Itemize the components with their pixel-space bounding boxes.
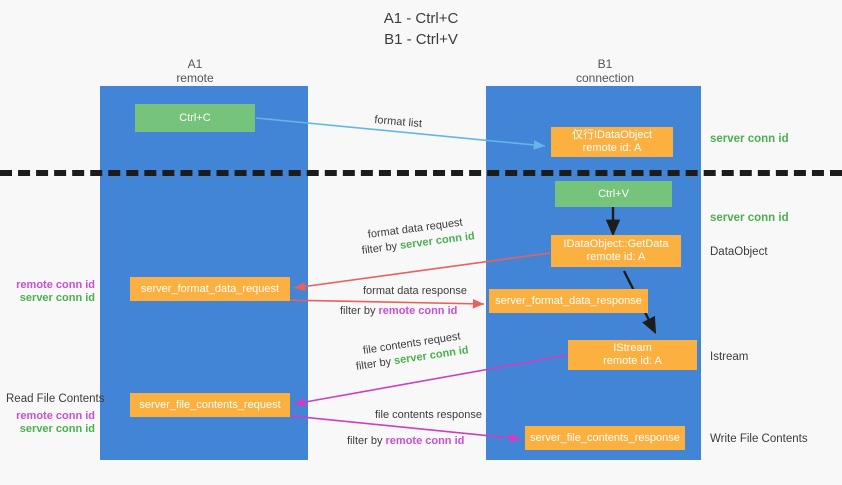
node-getdata[interactable]: IDataObject::GetData remote id: A — [551, 235, 681, 267]
annot-filter-by-3: filter by — [355, 355, 396, 373]
node-istream-title: IStream — [613, 342, 652, 354]
annot-remote-conn-id-1: remote conn id — [378, 305, 458, 317]
annot-file-contents-response: file contents response — [375, 409, 483, 421]
node-server-file-contents-response[interactable]: server_file_contents_response — [525, 426, 685, 450]
node-server-format-data-request-label: server_format_data_request — [140, 282, 280, 295]
label-read-file-contents: Read File Contents — [6, 393, 105, 405]
node-ctrl-v[interactable]: Ctrl+V — [555, 181, 672, 207]
node-istream-subtitle: remote id: A — [603, 355, 662, 367]
annot-filter-by-1: filter by — [361, 239, 401, 257]
annot-format-data-response: format data response — [363, 285, 467, 297]
annot-format-list: format list — [373, 113, 423, 131]
node-idataobject[interactable]: 仅行IDataObject remote id: A — [551, 127, 673, 157]
label-write-file-contents: Write File Contents — [710, 433, 808, 445]
node-getdata-title: IDataObject::GetData — [563, 238, 669, 250]
lane-header-a1: A1 remote — [176, 57, 214, 85]
node-getdata-subtitle: remote id: A — [586, 251, 646, 263]
node-ctrl-c[interactable]: Ctrl+C — [135, 104, 255, 132]
title-line-2: B1 - Ctrl+V — [384, 31, 458, 48]
node-idataobject-subtitle: remote id: A — [582, 142, 642, 154]
phase-divider — [0, 170, 842, 176]
annot-filter-by-2: filter by — [340, 305, 379, 317]
node-server-file-contents-request-label: server_file_contents_request — [139, 398, 281, 411]
annot-filter-file-contents-response: filter by remote conn id — [347, 434, 464, 449]
node-istream[interactable]: IStream remote id: A — [568, 340, 697, 370]
label-istream: Istream — [710, 351, 749, 363]
annot-remote-conn-id-2: remote conn id — [385, 435, 465, 447]
title-line-1: A1 - Ctrl+C — [383, 10, 459, 27]
label-server-conn-id-2: server conn id — [19, 423, 95, 435]
label-server-conn-id-mid: server conn id — [710, 212, 789, 224]
node-ctrl-c-label: Ctrl+C — [179, 111, 211, 124]
node-server-format-data-response-label: server_format_data_response — [495, 294, 642, 307]
node-idataobject-title: 仅行IDataObject — [571, 129, 653, 141]
node-server-format-data-response[interactable]: server_format_data_response — [489, 289, 648, 313]
label-server-conn-id-1: server conn id — [19, 292, 95, 304]
node-server-file-contents-response-label: server_file_contents_response — [530, 431, 680, 444]
annot-filter-by-4: filter by — [347, 435, 386, 447]
node-server-file-contents-request[interactable]: server_file_contents_request — [130, 393, 290, 417]
label-conn-ids-format: remote conn id server conn id — [0, 279, 95, 305]
label-conn-ids-file: remote conn id server conn id — [0, 410, 95, 436]
label-dataobject: DataObject — [710, 246, 768, 258]
label-remote-conn-id-2: remote conn id — [16, 410, 95, 422]
annot-filter-format-data-response: filter by remote conn id — [340, 304, 457, 319]
lane-header-b1: B1 connection — [575, 57, 635, 85]
diagram-title: A1 - Ctrl+C B1 - Ctrl+V — [0, 8, 842, 50]
label-server-conn-id-top: server conn id — [710, 133, 789, 145]
label-remote-conn-id-1: remote conn id — [16, 279, 95, 291]
node-server-format-data-request[interactable]: server_format_data_request — [130, 277, 290, 301]
node-ctrl-v-label: Ctrl+V — [598, 187, 629, 200]
